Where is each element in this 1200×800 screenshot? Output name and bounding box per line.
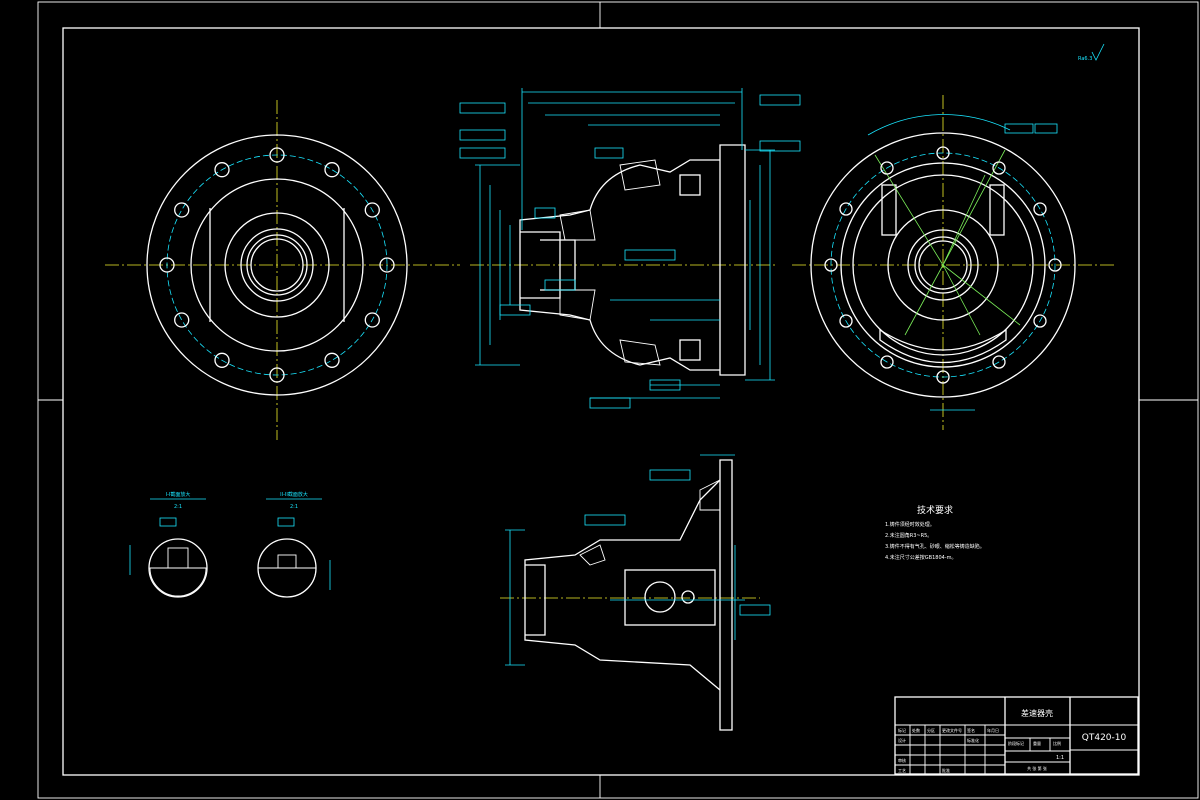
bolt-hole <box>936 370 950 384</box>
bolt-hole <box>174 202 190 218</box>
label-sheets: 共 张 第 张 <box>1027 765 1047 771</box>
label-date: 年月日 <box>987 727 999 733</box>
part-name: 差速器壳 <box>1021 708 1053 718</box>
bolt-hole <box>214 162 230 178</box>
bolt-hole <box>1033 202 1047 216</box>
left-bolt-holes <box>159 147 395 383</box>
right-section-caption: II-II截面放大 <box>280 491 308 498</box>
tech-req-item: 3.铸件不得有气孔、砂眼、缩松等铸造缺陷。 <box>885 543 985 550</box>
label-stage: 阶段标记 <box>1008 740 1024 746</box>
left-end-view <box>105 100 460 440</box>
bolt-hole <box>379 257 395 273</box>
bolt-hole <box>992 355 1006 369</box>
label-approve: 批准 <box>942 767 950 773</box>
label-review: 审核 <box>898 757 906 763</box>
bolt-hole <box>269 367 285 383</box>
bolt-hole <box>324 352 340 368</box>
tech-req-heading: 技术要求 <box>917 504 953 516</box>
bolt-hole <box>159 257 175 273</box>
label-count: 处数 <box>912 727 920 733</box>
surface-roughness-symbol: Ra6.3 <box>1078 43 1105 62</box>
label-signature: 签名 <box>967 727 975 733</box>
scale-value: 1:1 <box>1056 755 1064 761</box>
bolt-hole <box>839 314 853 328</box>
center-section-view <box>459 88 801 409</box>
right-bolt-holes <box>824 146 1062 384</box>
bolt-hole <box>1033 314 1047 328</box>
bolt-hole <box>880 355 894 369</box>
bolt-hole <box>174 312 190 328</box>
tech-req-item: 2.未注圆角R3~R5。 <box>885 532 932 539</box>
detail-section-left: I-I截面放大 2:1 <box>129 491 208 598</box>
bolt-hole <box>364 312 380 328</box>
tech-req-item: 1.铸件须经时效处理。 <box>885 521 935 528</box>
label-weight: 重量 <box>1033 740 1041 746</box>
label-designer: 设计 <box>898 737 906 743</box>
left-section-caption: I-I截面放大 <box>166 491 191 498</box>
title-block: 差速器壳 QT420-10 1:1 标记 处数 分区 更改文件号 签名 年月日 … <box>894 696 1139 775</box>
left-section-scale: 2:1 <box>174 504 182 510</box>
label-zone: 分区 <box>927 727 935 733</box>
bolt-hole <box>324 162 340 178</box>
label-standardize: 标准化 <box>967 737 979 743</box>
right-section-scale: 2:1 <box>290 504 298 510</box>
label-change-doc: 更改文件号 <box>942 727 962 733</box>
lower-section-view <box>500 454 771 731</box>
label-scale: 比例 <box>1053 740 1061 746</box>
bolt-hole <box>214 352 230 368</box>
right-inner-view <box>792 95 1115 430</box>
drawing-number: QT420-10 <box>1082 733 1127 743</box>
bolt-hole <box>1048 258 1062 272</box>
bolt-hole <box>880 161 894 175</box>
bolt-hole <box>364 202 380 218</box>
detail-section-right: II-II截面放大 2:1 <box>257 491 331 598</box>
sheet-border <box>37 1 1199 799</box>
tech-req-item: 4.未注尺寸公差按GB1804-m。 <box>885 554 956 561</box>
label-marks: 标记 <box>898 727 906 733</box>
bolt-hole <box>269 147 285 163</box>
bolt-hole <box>824 258 838 272</box>
label-process: 工艺 <box>898 768 906 773</box>
bolt-hole <box>936 146 950 160</box>
surface-mark: Ra6.3 <box>1078 56 1092 62</box>
bolt-hole <box>992 161 1006 175</box>
bolt-hole <box>839 202 853 216</box>
technical-requirements: 技术要求 1.铸件须经时效处理。 2.未注圆角R3~R5。 3.铸件不得有气孔、… <box>885 504 985 561</box>
